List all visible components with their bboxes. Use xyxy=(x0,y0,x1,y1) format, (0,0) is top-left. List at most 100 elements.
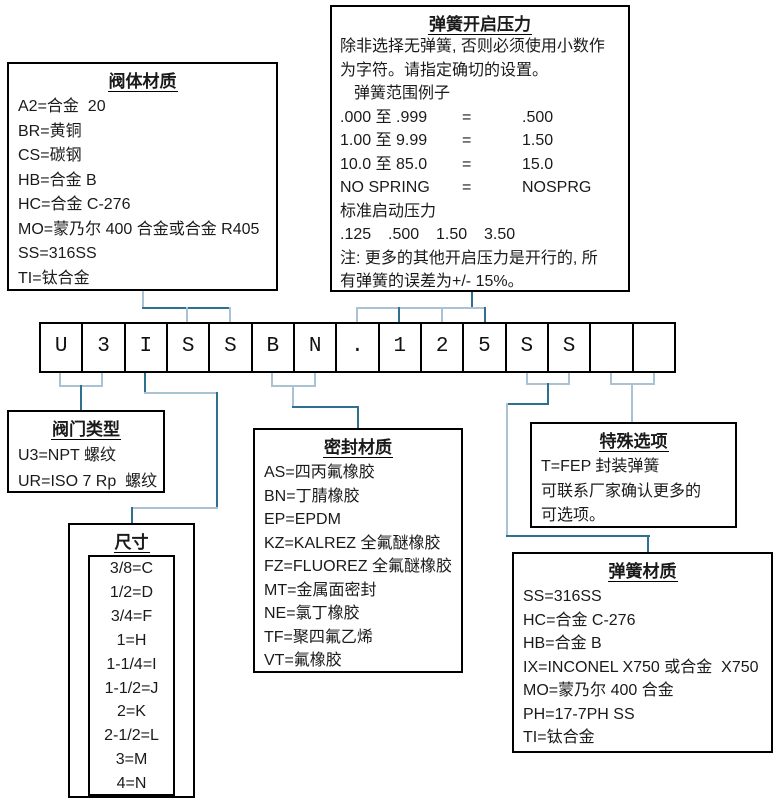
valve-type-list: U3=NPT 螺纹 UR=ISO 7 Rp 螺纹 xyxy=(9,440,163,495)
special-options-box: 特殊选项 T=FEP 封装弹簧可联系厂家确认更多的可选项。 xyxy=(530,422,737,528)
spring-material-item: SS=316SS xyxy=(523,588,602,605)
spring-pressure-intro-line: 除非选择无弹簧, 否则必须使用小数作 xyxy=(340,38,605,55)
code-cell: S xyxy=(504,324,547,371)
code-cell: S xyxy=(208,324,250,371)
table-cell: 15.0 xyxy=(522,155,554,173)
connector-segment xyxy=(506,403,549,405)
valve-type-title: 阀门类型 xyxy=(9,412,163,440)
valve-body-material-item: A2=合金 20 xyxy=(18,98,106,115)
table-cell: = xyxy=(462,179,472,196)
connector-segment xyxy=(292,406,359,408)
table-cell: = xyxy=(462,155,472,173)
size-item: 1-1/2=J xyxy=(104,679,159,697)
spring-material-item: IX=INCONEL X750 或合金 X750 xyxy=(523,658,759,676)
seal-material-item: MT=金属面密封 xyxy=(264,581,377,599)
connector-segment xyxy=(229,307,231,322)
table-cell: 3.50 xyxy=(484,226,516,243)
special-options-line: T=FEP 封装弹簧 xyxy=(541,458,660,475)
table-cell: = xyxy=(462,108,472,126)
spring-material-item: HC=合金 C-276 xyxy=(523,611,636,629)
spring-range-example-row: NO SPRING = NOSPRG xyxy=(332,176,628,200)
valve-type-item: U3=NPT 螺纹 xyxy=(18,447,116,464)
spring-material-item: PH=17-7PH SS xyxy=(523,705,635,723)
connector-segment xyxy=(610,373,612,385)
special-options-line: 可联系厂家确认更多的 xyxy=(541,482,702,500)
spring-pressure-note-line: 有弹簧的误差为+/- 15%。 xyxy=(340,273,524,290)
spring-pressure-title-text: 弹簧开启压力 xyxy=(428,15,532,35)
valve-body-material-item: MO=蒙乃尔 400 合金或合金 R405 xyxy=(18,220,260,238)
size-item: 1-1/4=I xyxy=(106,655,157,673)
code-cell xyxy=(631,324,674,371)
connector-segment xyxy=(506,403,508,537)
standard-pressure-label: 标准启动压力 xyxy=(340,202,437,220)
valve-body-material-title: 阀体材质 xyxy=(9,64,276,92)
connector-segment xyxy=(216,392,218,509)
table-cell: 1.50 xyxy=(436,226,468,243)
connector-segment xyxy=(547,383,549,405)
spring-material-item: TI=钛合金 xyxy=(523,729,595,746)
code-cell: 1 xyxy=(377,324,420,371)
valve-type-item: UR=ISO 7 Rp 螺纹 xyxy=(18,473,158,490)
code-cell: U xyxy=(54,335,68,358)
connector-segment xyxy=(142,291,144,309)
connector-segment xyxy=(653,373,655,385)
valve-body-material-item: SS=316SS xyxy=(18,245,97,262)
spring-material-title: 弹簧材质 xyxy=(514,554,771,582)
spring-pressure-intro-line: 为字符。请指定确切的设置。 xyxy=(340,61,549,79)
valve-type-box: 阀门类型 U3=NPT 螺纹 UR=ISO 7 Rp 螺纹 xyxy=(7,410,165,493)
connector-segment xyxy=(357,406,359,428)
table-cell: NOSPRG xyxy=(522,179,592,196)
connector-segment xyxy=(59,373,61,387)
table-cell: 10.0 至 85.0 xyxy=(340,155,428,173)
valve-body-material-item: TI=钛合金 xyxy=(18,269,90,287)
seal-material-item: NE=氯丁橡胶 xyxy=(264,605,360,622)
spring-material-item: MO=蒙乃尔 400 合金 xyxy=(523,682,674,699)
seal-material-item: AS=四丙氟橡胶 xyxy=(264,464,375,481)
connector-segment xyxy=(471,292,473,309)
code-cell: 5 xyxy=(462,324,504,371)
spring-pressure-note-line: 注: 更多的其他开启压力是开行的, 所 xyxy=(340,249,598,267)
spring-range-example-row: 1.00 至 9.99=1.50 xyxy=(332,129,628,153)
connector-segment xyxy=(526,373,528,385)
table-cell: .000 至 .999 xyxy=(340,108,428,126)
code-cell: B xyxy=(250,324,293,371)
spring-range-example-label: 弹簧范围例子 xyxy=(354,85,451,102)
code-cell xyxy=(589,324,631,371)
size-item: 2=K xyxy=(117,703,146,721)
connector-segment xyxy=(484,307,486,322)
connector-segment xyxy=(631,383,633,422)
table-cell: .500 xyxy=(388,226,420,243)
size-item: 3/4=F xyxy=(110,607,153,625)
valve-type-title-text: 阀门类型 xyxy=(51,420,121,440)
spring-pressure-title: 弹簧开启压力 xyxy=(332,7,628,35)
table-cell: 1.00 至 9.99 xyxy=(340,132,428,149)
table-cell: = xyxy=(462,132,472,149)
seal-material-item: EP=EPDM xyxy=(264,511,341,528)
valve-body-material-item: HB=合金 B xyxy=(18,171,97,189)
connector-segment xyxy=(144,392,218,394)
valve-body-material-title-text: 阀体材质 xyxy=(107,72,178,92)
connector-segment xyxy=(568,373,570,385)
connector-segment xyxy=(647,535,649,552)
spring-range-example-row: .000 至 .999=.500 xyxy=(332,106,628,130)
spring-material-title-text: 弹簧材质 xyxy=(607,562,678,582)
special-options-title-text: 特殊选项 xyxy=(598,432,669,452)
connector-segment xyxy=(292,385,294,408)
seal-material-item: TF=聚四氟乙烯 xyxy=(264,628,373,646)
connector-segment xyxy=(186,307,188,322)
size-item: 3/8=C xyxy=(109,560,154,577)
size-item: 1/2=D xyxy=(109,583,154,601)
spring-pressure-note: 注: 更多的其他开启压力是开行的, 所有弹簧的误差为+/- 15%。 xyxy=(332,247,628,294)
connector-segment xyxy=(144,373,146,394)
table-cell: NO SPRING xyxy=(340,179,430,196)
